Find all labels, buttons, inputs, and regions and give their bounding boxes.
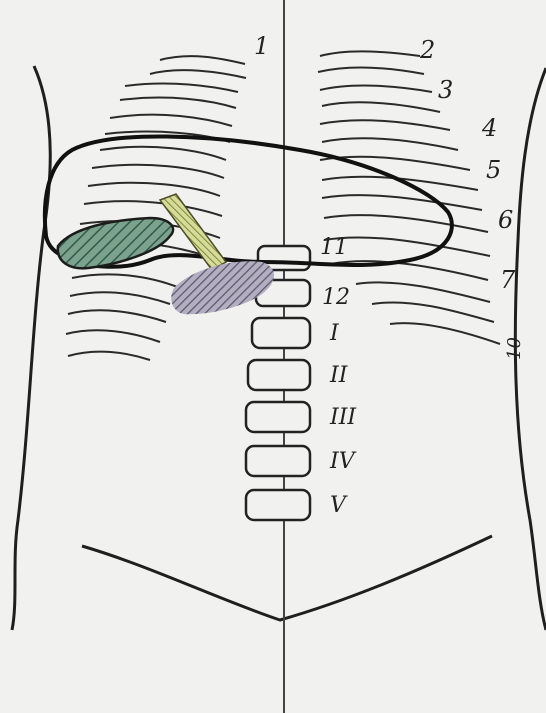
rib-label-5: 5 [486,156,501,184]
rib-label-6: 6 [498,206,513,234]
spine-label-i: I [329,321,340,346]
rib-label-4: 4 [481,114,497,142]
vertebra-l2 [248,360,310,390]
spine-label-ii: II [329,363,349,388]
vertebra-l4 [246,446,310,476]
pelvic-curve [82,536,492,620]
vertebra-l5 [246,490,310,520]
left-ribs [66,56,246,360]
rib-label-1: 1 [254,32,269,60]
rib-label-10: 10 [504,337,525,360]
spine-label-v: V [330,493,348,518]
gallbladder [58,218,173,268]
vertebra-l1 [252,318,310,348]
rib-label-3: 3 [438,76,453,104]
left-flank-line [12,66,50,630]
rib-label-2: 2 [419,36,435,64]
spine-label-iii: III [329,405,357,430]
spine-label-iv: IV [329,449,357,474]
duodenum-region [171,261,274,314]
rib-label-7: 7 [500,266,516,294]
vertebra-l3 [246,402,310,432]
spine-label-12: 12 [322,285,350,310]
spine-label-11: 11 [320,235,348,260]
